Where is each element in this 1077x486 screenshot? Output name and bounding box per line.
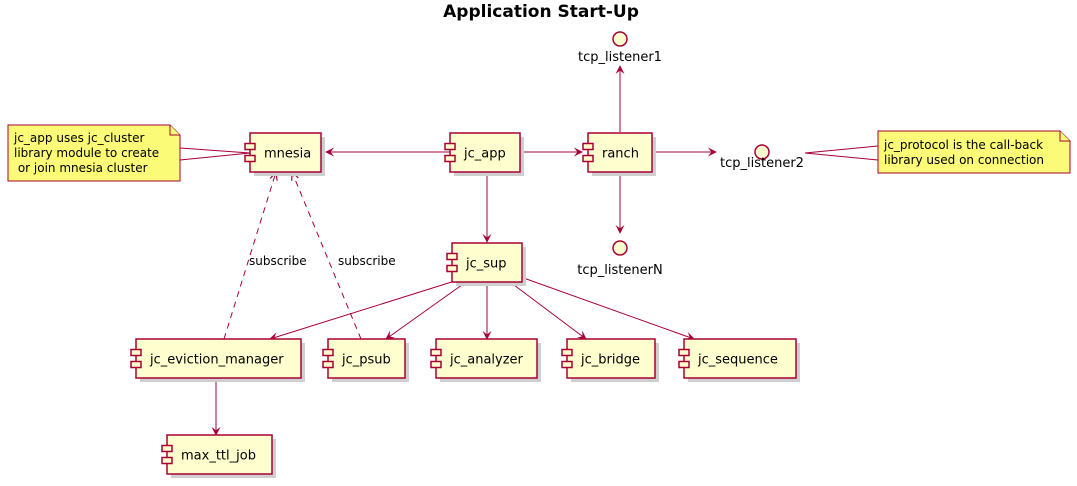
component-jc-bridge: jc_bridge	[561, 338, 659, 382]
component-label: ranch	[602, 147, 639, 162]
interface-label: tcp_listener1	[578, 50, 662, 65]
interface-label: tcp_listenerN	[577, 263, 662, 278]
edge-label-subscribe-psub: subscribe	[338, 254, 396, 268]
component-max-ttl-job: max_ttl_job	[161, 434, 276, 478]
note-right-line-1: jc_protocol is the call-back	[883, 138, 1043, 152]
component-label: jc_app	[463, 147, 506, 162]
interface-tcp_listenerN: tcp_listenerN	[577, 240, 663, 278]
interface-tcp_listener2: tcp_listener2	[720, 144, 804, 171]
component-label: jc_analyzer	[449, 353, 524, 368]
edge-subscribe-evict	[223, 172, 276, 340]
component-label: jc_eviction_manager	[149, 353, 284, 368]
component-label: jc_sup	[465, 257, 507, 272]
components: mnesia jc_app ranch jc_sup jc_eviction_manag…	[130, 132, 800, 478]
note-left-line-3: or join mnesia cluster	[14, 161, 148, 175]
edge-jc_sup-jc_eviction_manager	[269, 279, 459, 341]
component-ranch: ranch	[582, 132, 656, 176]
edge-jc_sup-jc_sequence	[517, 275, 695, 341]
edge-jc_sup-jc_bridge	[509, 281, 587, 340]
component-label: mnesia	[264, 147, 311, 162]
component-jc-analyzer: jc_analyzer	[430, 338, 541, 382]
component-jc-eviction-manager: jc_eviction_manager	[130, 338, 305, 382]
note-right-line-2: library used on connection	[884, 153, 1044, 167]
component-label: max_ttl_job	[181, 449, 256, 464]
component-mnesia: mnesia	[244, 132, 325, 176]
note-left: jc_app uses jc_cluster library module to…	[7, 124, 251, 182]
edge-jc_sup-jc_psub	[385, 281, 467, 340]
component-jc-sup: jc_sup	[446, 242, 526, 286]
component-jc-psub: jc_psub	[322, 338, 409, 382]
note-left-line-2: library module to create	[14, 146, 159, 160]
note-left-line-1: jc_app uses jc_cluster	[13, 131, 144, 145]
component-jc-app: jc_app	[444, 132, 524, 176]
component-label: jc_sequence	[697, 353, 778, 368]
diagram-title: Application Start-Up	[443, 2, 639, 22]
edge-label-subscribe-evict: subscribe	[249, 254, 307, 268]
component-jc-sequence: jc_sequence	[678, 338, 800, 382]
component-label: jc_bridge	[580, 353, 640, 368]
edges	[211, 65, 717, 436]
edge-subscribe-psub	[292, 172, 362, 340]
note-right: jc_protocol is the call-back library use…	[804, 130, 1071, 174]
interface-tcp_listener1: tcp_listener1	[578, 31, 662, 65]
interface-label: tcp_listener2	[720, 156, 804, 171]
component-label: jc_psub	[341, 353, 391, 368]
